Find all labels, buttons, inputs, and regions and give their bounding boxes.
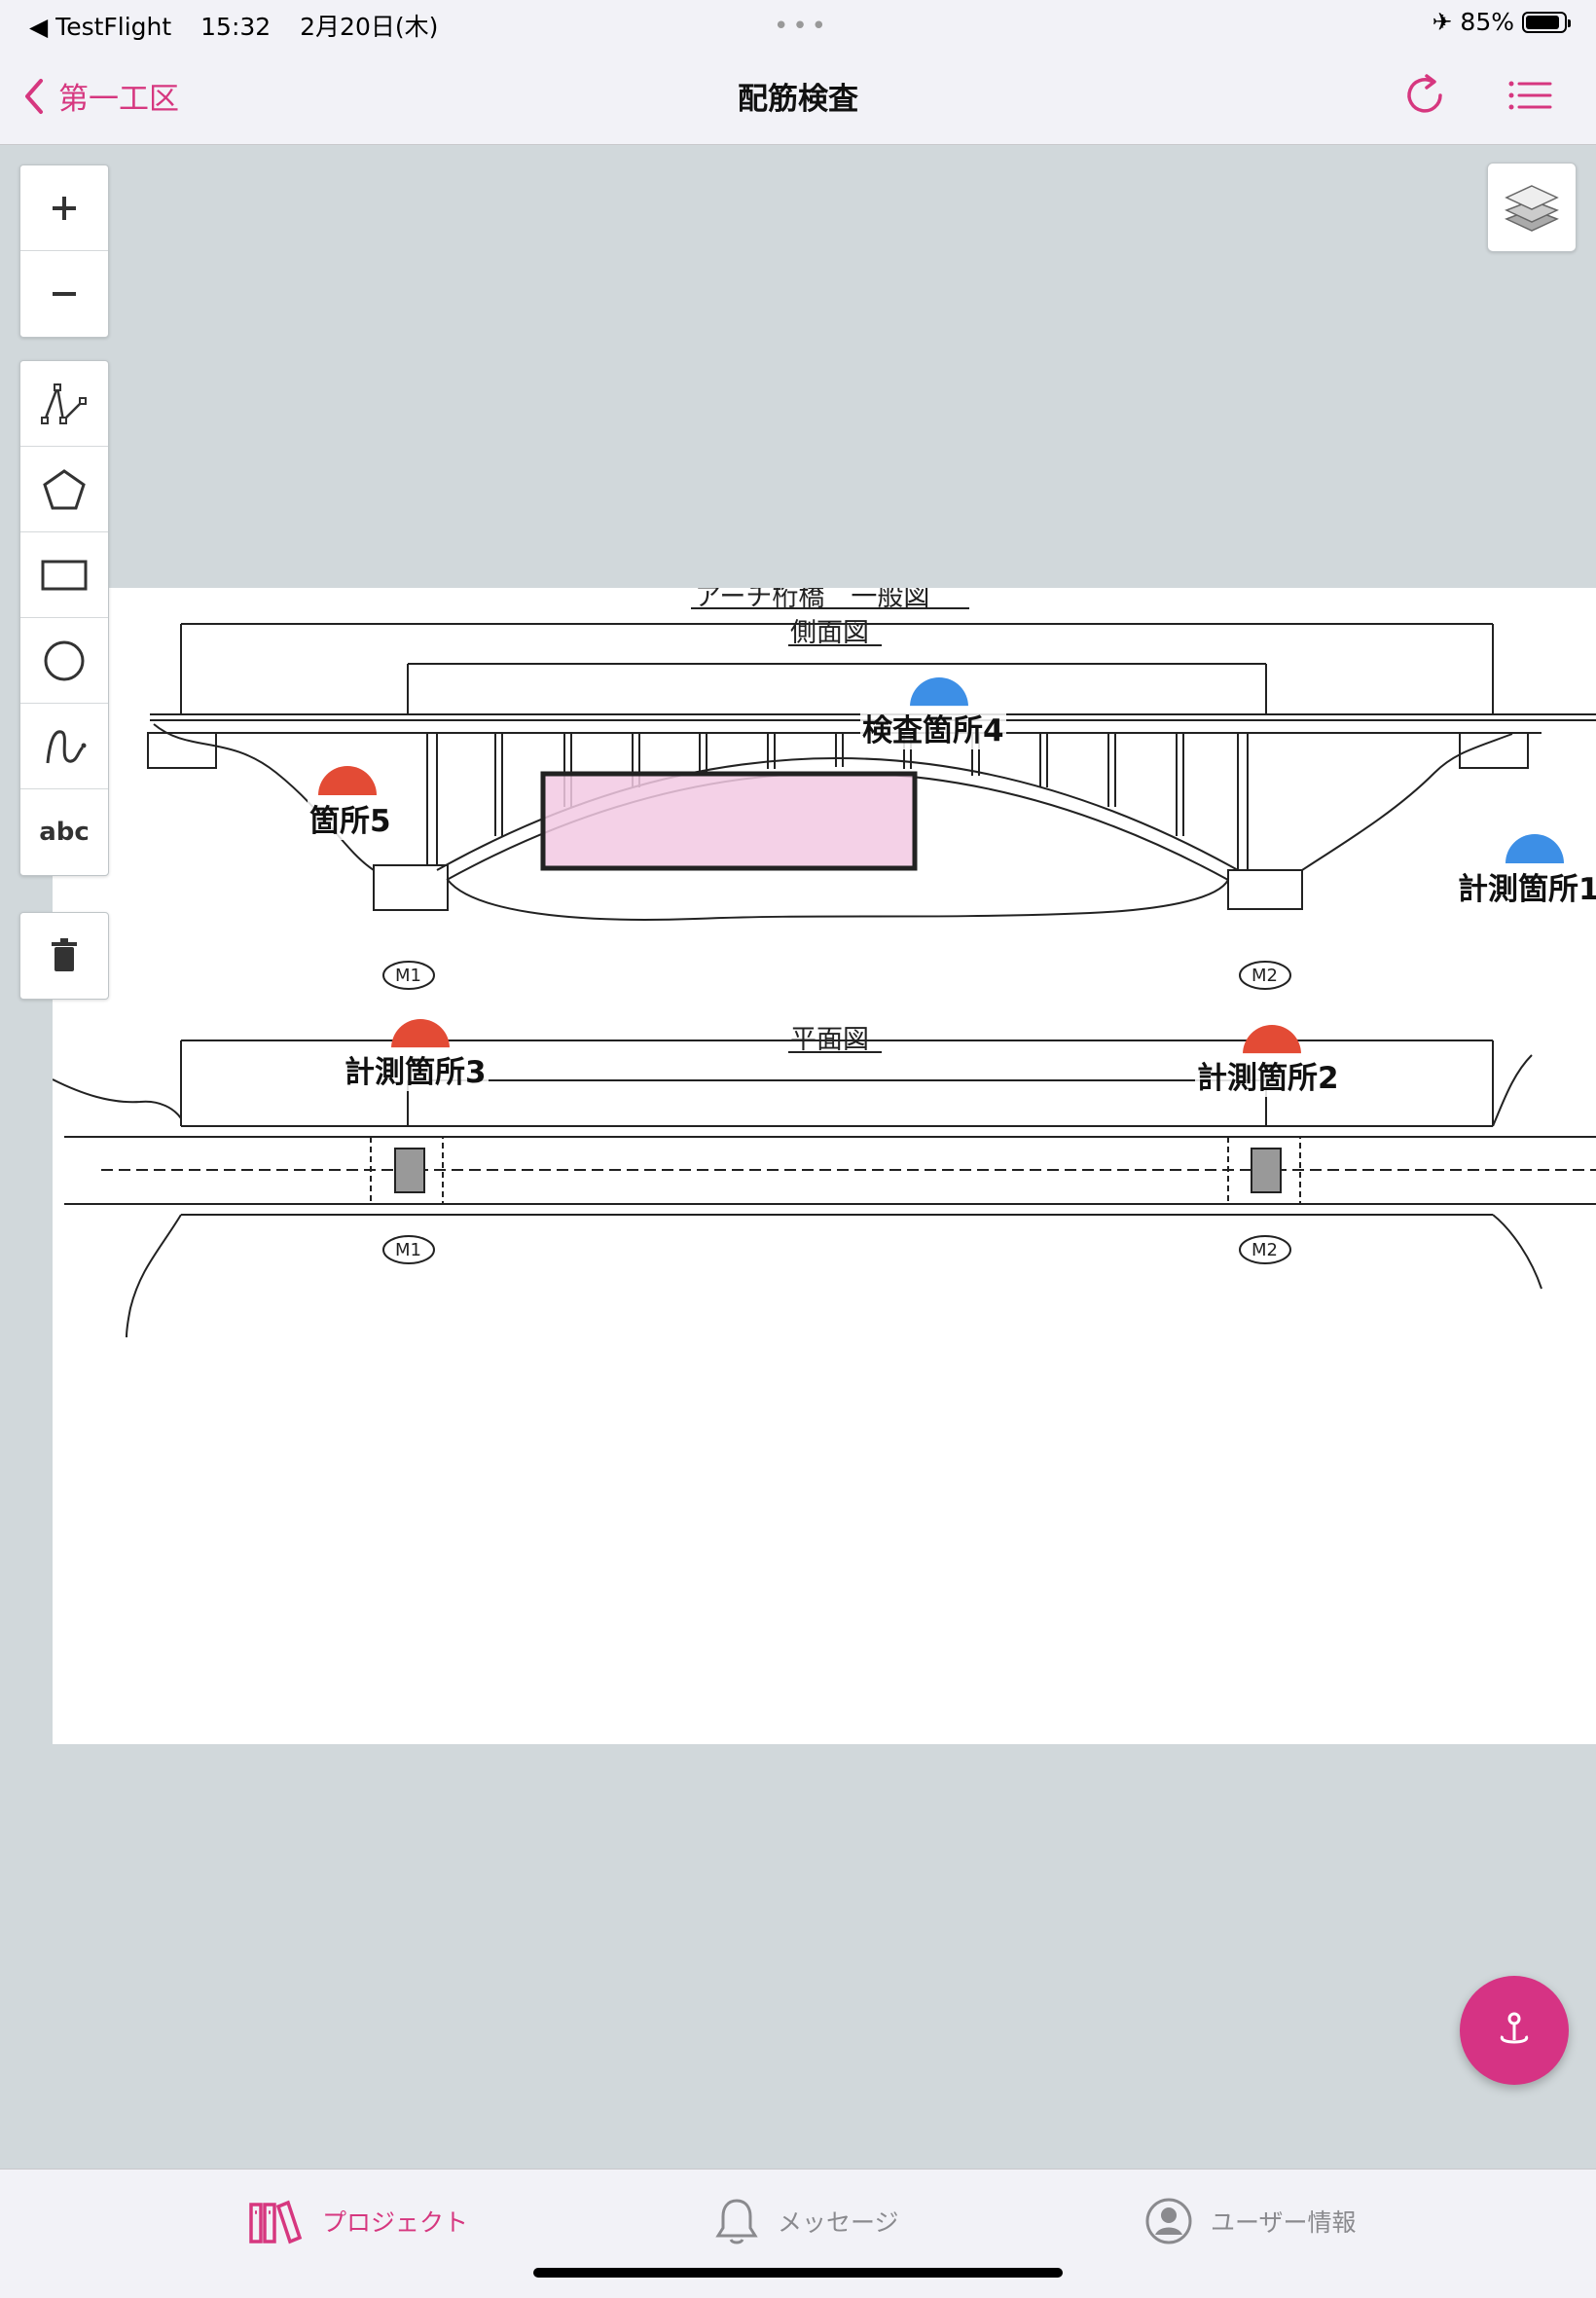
freehand-tool-button[interactable] [20, 704, 108, 789]
zoom-out-button[interactable] [20, 251, 108, 337]
marker-label-4[interactable]: 検査箇所4 [860, 706, 1006, 749]
add-marker-button[interactable] [1460, 1976, 1569, 2085]
battery-icon [1522, 11, 1571, 33]
minus-icon [53, 292, 76, 296]
freehand-icon [46, 729, 87, 763]
marker-label-2[interactable]: 計測箇所2 [1195, 1053, 1341, 1097]
chevron-left-icon [25, 78, 43, 114]
zoom-in-button[interactable] [20, 165, 108, 251]
tab-user-info-label: ユーザー情報 [1211, 2208, 1357, 2237]
layers-button[interactable] [1487, 163, 1577, 252]
list-menu-button[interactable] [1504, 68, 1558, 123]
plan-pier-label-m1: M1 [395, 1240, 421, 1260]
circle-tool-button[interactable] [20, 618, 108, 704]
rectangle-icon [41, 560, 88, 590]
refresh-icon [1407, 74, 1442, 113]
drawing-title: アーチ桁橋 一般図 [695, 588, 929, 612]
zoom-toolbar [19, 164, 109, 338]
navigation-bar: 第一工区 配筋検査 [0, 49, 1596, 145]
airplane-icon: ✈ [1432, 8, 1453, 36]
map-canvas[interactable]: アーチ桁橋 一般図 側面図 平面図 M1 M2 M1 M2 検査箇所4 箇所5 … [0, 145, 1596, 2169]
back-button-label: 第一工区 [58, 82, 179, 117]
plan-view-label: 平面図 [790, 1025, 869, 1055]
tab-bar: プロジェクト メッセージ ユーザー情報 [0, 2169, 1596, 2298]
books-icon [249, 2200, 303, 2244]
delete-button[interactable] [20, 913, 108, 999]
status-time: 15:32 [200, 13, 272, 41]
drawing-toolbar: abc [19, 360, 109, 876]
pin-icon [1501, 2012, 1528, 2044]
pier-label-m2: M2 [1251, 966, 1278, 986]
trash-icon [52, 938, 77, 971]
rectangle-annotation[interactable] [540, 771, 918, 871]
pier-label-m1: M1 [395, 966, 421, 986]
pentagon-icon [43, 468, 86, 509]
user-icon [1145, 2198, 1192, 2244]
tab-projects-label: プロジェクト [322, 2208, 469, 2237]
rectangle-tool-button[interactable] [20, 532, 108, 618]
text-tool-button[interactable]: abc [20, 789, 108, 875]
home-indicator[interactable] [533, 2268, 1063, 2278]
bridge-drawing[interactable]: アーチ桁橋 一般図 側面図 平面図 M1 M2 M1 M2 [52, 582, 1596, 1744]
polyline-tool-button[interactable] [20, 361, 108, 447]
side-view-label: 側面図 [790, 618, 869, 648]
refresh-button[interactable] [1397, 68, 1452, 123]
tab-user-info[interactable]: ユーザー情報 [1144, 2197, 1357, 2245]
plus-icon [53, 196, 76, 220]
delete-toolbar [19, 912, 109, 1000]
text-tool-label: abc [39, 818, 90, 847]
list-icon [1508, 81, 1552, 110]
multitask-dots[interactable]: ••• [774, 12, 831, 41]
status-bar: ◀ TestFlight 15:32 2月20日(木) ••• ✈ 85% [0, 0, 1596, 49]
tab-messages-label: メッセージ [778, 2208, 899, 2237]
back-to-app-link[interactable]: ◀ TestFlight [29, 13, 172, 41]
marker-label-1[interactable]: 計測箇所1 [1456, 864, 1596, 908]
polygon-tool-button[interactable] [20, 447, 108, 532]
page-title: 配筋検査 [738, 82, 858, 117]
bell-icon [715, 2199, 758, 2244]
marker-label-3[interactable]: 計測箇所3 [343, 1047, 489, 1091]
tab-projects[interactable]: プロジェクト [248, 2197, 468, 2245]
status-date: 2月20日(木) [300, 13, 439, 41]
battery-percent: 85% [1460, 8, 1514, 36]
layers-icon [1505, 185, 1559, 232]
circle-icon [44, 640, 85, 680]
marker-label-5[interactable]: 箇所5 [308, 796, 393, 840]
back-button[interactable]: 第一工区 [23, 74, 179, 118]
bridge-drawing-svg: アーチ桁橋 一般図 側面図 平面図 M1 M2 M1 M2 [52, 582, 1596, 1338]
plan-pier-label-m2: M2 [1251, 1240, 1278, 1260]
tab-messages[interactable]: メッセージ [713, 2197, 899, 2245]
polyline-icon [41, 382, 87, 424]
